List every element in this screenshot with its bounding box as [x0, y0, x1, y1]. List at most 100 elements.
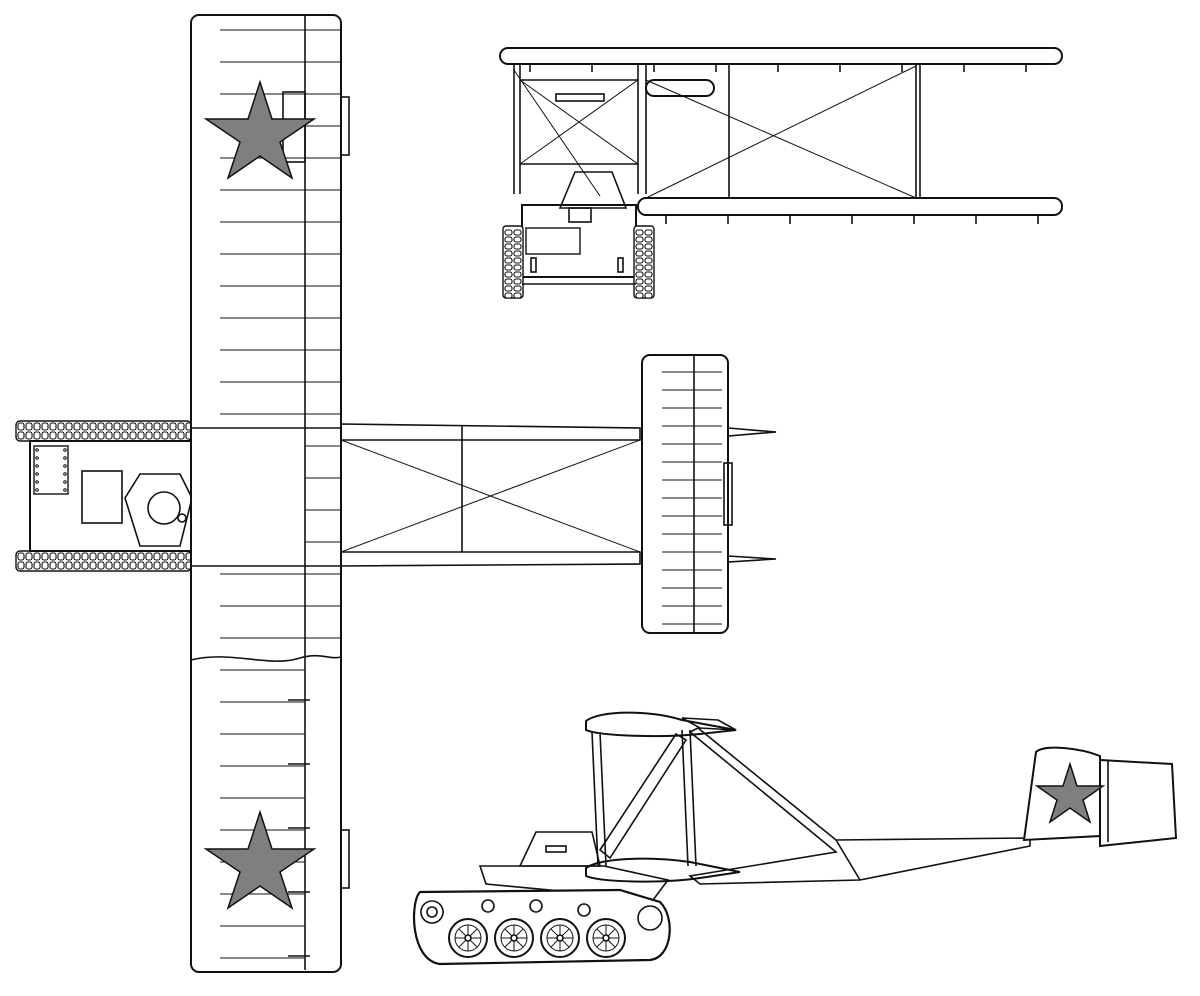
- track-link: [129, 431, 137, 440]
- front-view: [499, 47, 1063, 299]
- main-wing-top: [190, 14, 350, 973]
- fin-spike-lower: [727, 555, 777, 563]
- rivet: [63, 456, 67, 460]
- track-link: [129, 552, 137, 561]
- track-link: [169, 422, 177, 431]
- track-link: [41, 431, 49, 440]
- track-link: [644, 250, 653, 257]
- wheel-spoke: [561, 928, 570, 937]
- track-link: [81, 552, 89, 561]
- track-link: [635, 250, 644, 257]
- star-icon: [203, 809, 317, 910]
- track-link: [17, 552, 25, 561]
- track-link: [97, 431, 105, 440]
- track-link: [57, 561, 65, 570]
- track-link: [513, 264, 522, 271]
- track-link: [177, 431, 185, 440]
- wing-tip-spike: [681, 717, 737, 731]
- track-link: [153, 431, 161, 440]
- aileron-upper: [340, 96, 350, 156]
- fin-spike-upper: [727, 427, 777, 437]
- wheel-icon: [448, 918, 488, 958]
- front-plate: [525, 227, 581, 255]
- track-link: [635, 285, 644, 292]
- track-link: [49, 552, 57, 561]
- wheel-spoke: [458, 939, 467, 948]
- track-link: [161, 431, 169, 440]
- track-link: [105, 431, 113, 440]
- track-link: [25, 431, 33, 440]
- track-link: [65, 561, 73, 570]
- track-link: [97, 552, 105, 561]
- track-link: [644, 243, 653, 250]
- stub-wing-front: [645, 79, 715, 97]
- aileron-lower: [340, 829, 350, 889]
- track-link: [504, 236, 513, 243]
- track-link: [504, 264, 513, 271]
- return-roller: [577, 903, 591, 917]
- track-link: [504, 271, 513, 278]
- wheel-icon: [637, 905, 663, 931]
- track-link: [137, 422, 145, 431]
- wheel-spoke: [550, 928, 559, 937]
- track-link: [33, 561, 41, 570]
- wheel-spoke: [515, 928, 524, 937]
- track-link: [504, 278, 513, 285]
- star-icon: [203, 79, 317, 180]
- track-link: [33, 431, 41, 440]
- wheel-spoke: [596, 939, 605, 948]
- track-link: [169, 561, 177, 570]
- track-link: [65, 431, 73, 440]
- track-link: [73, 422, 81, 431]
- track-link: [177, 422, 185, 431]
- track-link: [513, 278, 522, 285]
- track-link: [513, 285, 522, 292]
- track-link: [513, 243, 522, 250]
- turret-hatch: [147, 491, 181, 525]
- track-link: [57, 431, 65, 440]
- track-link: [635, 229, 644, 236]
- tailplane-top: [641, 354, 777, 634]
- track-link: [504, 292, 513, 299]
- gun-mantlet: [568, 207, 592, 223]
- turret-slot: [545, 845, 567, 853]
- track-link: [635, 278, 644, 285]
- tailplane-ribs: [662, 371, 722, 625]
- track-link: [33, 422, 41, 431]
- tank-front: [502, 171, 655, 299]
- track-link: [113, 422, 121, 431]
- track-link: [33, 552, 41, 561]
- track-link: [504, 285, 513, 292]
- track-link: [513, 271, 522, 278]
- rivet: [63, 480, 67, 484]
- track-link: [504, 250, 513, 257]
- tank-top: [15, 420, 193, 572]
- interplane-strut: [681, 729, 689, 867]
- track-link: [153, 561, 161, 570]
- periscope: [177, 513, 187, 523]
- track-link: [17, 561, 25, 570]
- wheel-spoke: [504, 939, 513, 948]
- track-link: [177, 552, 185, 561]
- track-link: [513, 250, 522, 257]
- track-links: [17, 422, 193, 570]
- rivet: [63, 464, 67, 468]
- bracing-wire: [519, 79, 639, 165]
- wheel-spoke: [561, 939, 570, 948]
- track-link: [81, 431, 89, 440]
- star-icon: [1034, 761, 1106, 824]
- wheel-spoke: [504, 928, 513, 937]
- track-link: [161, 422, 169, 431]
- track-link: [145, 422, 153, 431]
- tailplane-outline: [641, 354, 729, 634]
- boom-upper: [340, 423, 641, 441]
- upper-wing-side: [585, 711, 737, 738]
- turret-front: [558, 171, 628, 209]
- side-view: [412, 711, 1178, 966]
- track-link: [129, 561, 137, 570]
- wheel-spoke: [596, 928, 605, 937]
- track-link: [145, 552, 153, 561]
- track-link: [97, 561, 105, 570]
- track-link: [644, 264, 653, 271]
- track-link: [105, 422, 113, 431]
